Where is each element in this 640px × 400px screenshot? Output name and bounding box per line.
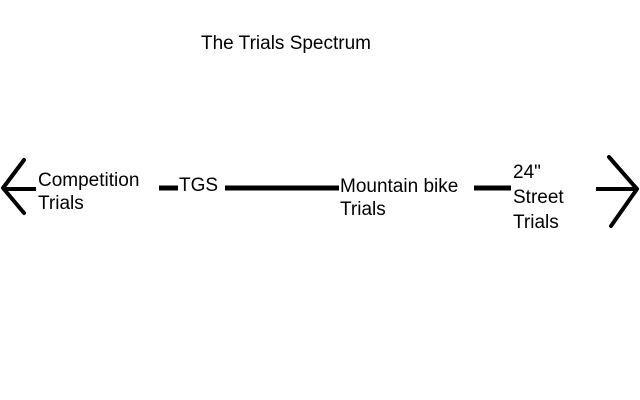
node-tgs: TGS — [179, 174, 218, 197]
arrow-left-icon — [1, 158, 36, 215]
node-label-line: 24" — [513, 162, 541, 183]
node-label-line: Trials — [513, 212, 559, 233]
node-street-trials-24: 24" Street Trials — [513, 160, 564, 235]
node-label-line: Trials — [340, 199, 386, 220]
node-label-line: TGS — [179, 175, 219, 196]
node-label-line: Trials — [38, 193, 84, 214]
node-label-line: Competition — [38, 170, 140, 191]
node-label-line: Mountain bike — [340, 176, 459, 197]
node-competition-trials: Competition Trials — [38, 169, 139, 215]
diagram-title: The Trials Spectrum — [201, 33, 371, 54]
node-mountain-bike-trials: Mountain bike Trials — [340, 175, 458, 221]
arrow-right-icon — [596, 155, 639, 228]
node-label-line: Street — [513, 187, 564, 208]
